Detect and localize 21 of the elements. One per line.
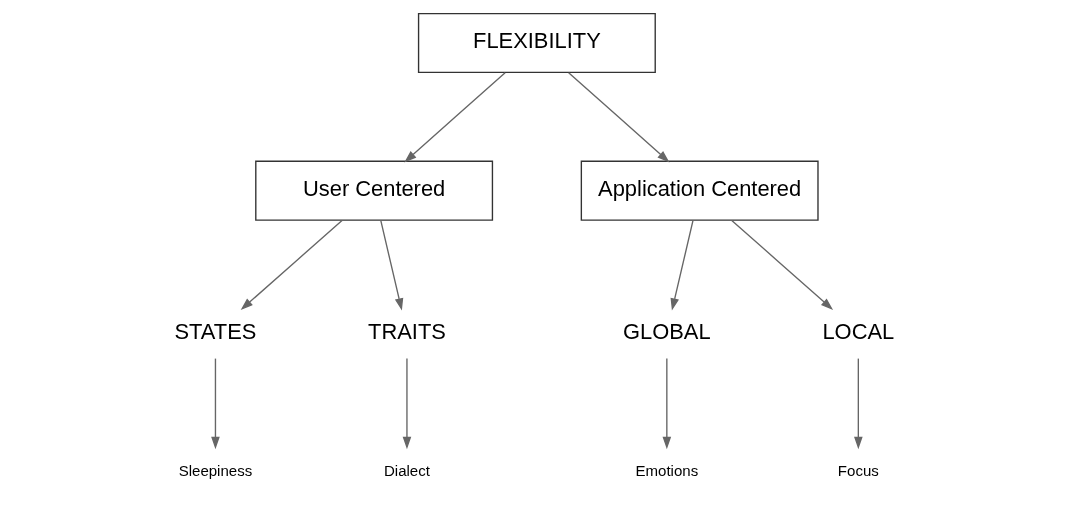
node-text: GLOBAL [623, 318, 711, 344]
node-text: TRAITS [368, 318, 446, 344]
arrow [670, 219, 694, 311]
arrow [402, 357, 412, 450]
arrow [404, 71, 506, 163]
node-box: User Centered [255, 160, 494, 221]
arrow [240, 219, 343, 310]
node-text: Dialect [383, 461, 430, 479]
arrow [731, 219, 834, 310]
node-text: Sleepiness [178, 461, 253, 479]
arrow [662, 357, 672, 450]
node-box: FLEXIBILITY [417, 12, 656, 74]
arrow [380, 219, 404, 311]
arrow [854, 357, 863, 450]
node-text: Focus [837, 461, 879, 479]
arrow [211, 357, 220, 450]
node-box: Application Centered [580, 160, 819, 221]
node-text: Emotions [635, 461, 699, 479]
arrow [568, 71, 670, 163]
node-text: LOCAL [822, 318, 895, 344]
node-text: STATES [174, 318, 257, 344]
